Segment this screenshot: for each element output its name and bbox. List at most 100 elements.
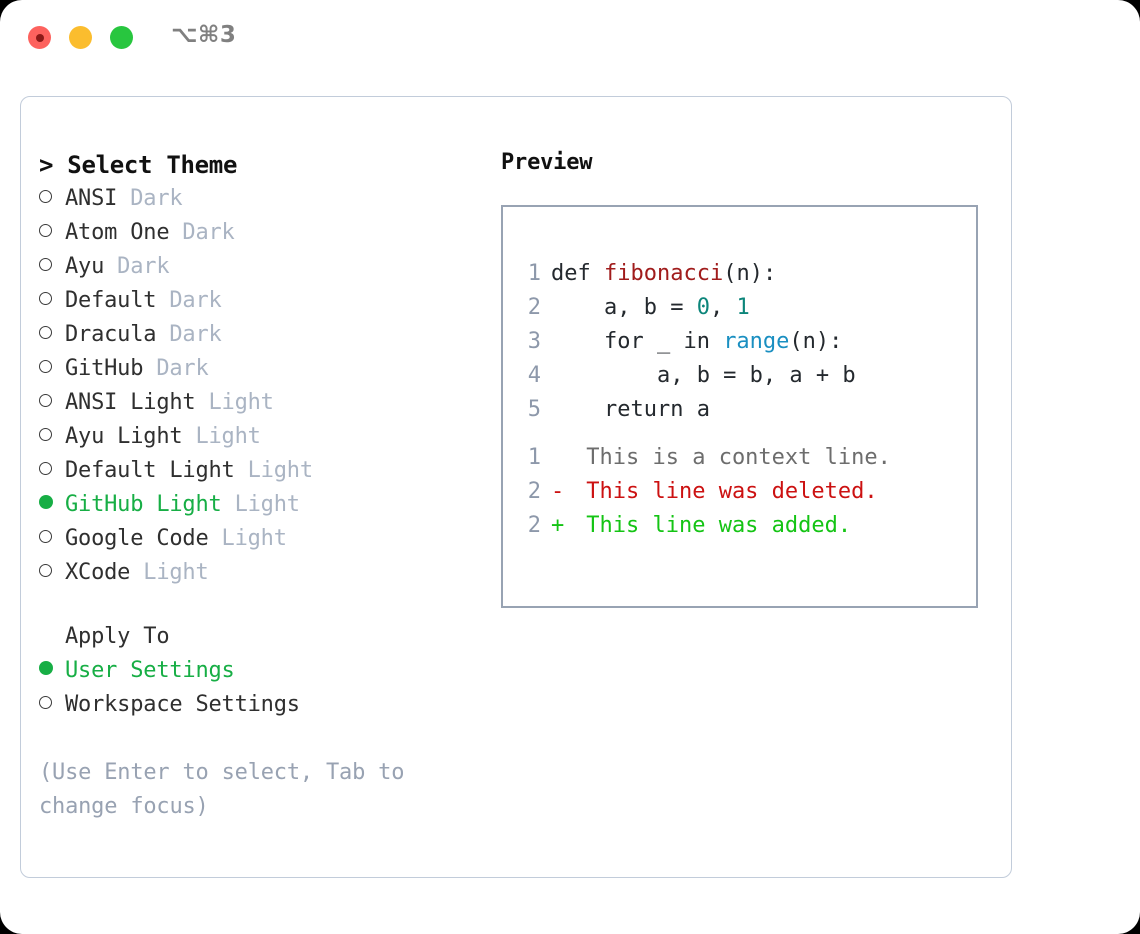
theme-option-kind-tag: Dark	[104, 254, 170, 279]
code-token-plain: (n):	[723, 261, 777, 286]
code-token-plain: for _ in	[551, 329, 724, 354]
zoom-button[interactable]	[110, 26, 133, 49]
code-line-number: 5	[527, 397, 541, 422]
theme-option-label: Default	[65, 288, 157, 313]
radio-selected-icon	[39, 654, 65, 688]
theme-option-kind-tag: Dark	[169, 220, 235, 245]
minimize-button[interactable]	[69, 26, 92, 49]
diff-text: This line was deleted.	[573, 479, 878, 504]
keyboard-hint-text: (Use Enter to select, Tab to change focu…	[39, 760, 405, 819]
radio-selected-icon	[39, 488, 65, 522]
theme-option-kind-tag: Light	[234, 458, 313, 483]
theme-option-label: ANSI	[65, 186, 118, 211]
theme-option-kind-tag: Light	[195, 390, 274, 415]
apply-to-option-label: Workspace Settings	[65, 692, 300, 717]
theme-option-kind-tag: Dark	[156, 322, 222, 347]
theme-option-github-light[interactable]: GitHub Light Light	[39, 488, 479, 522]
theme-option-kind-tag: Dark	[143, 356, 209, 381]
diff-sign: -	[551, 479, 565, 504]
code-token-num: 0	[696, 295, 710, 320]
theme-option-atom-one[interactable]: Atom One Dark	[39, 216, 479, 250]
theme-option-label: GitHub	[65, 356, 144, 381]
theme-option-default[interactable]: Default Dark	[39, 284, 479, 318]
theme-option-default-light[interactable]: Default Light Light	[39, 454, 479, 488]
code-token-plain: a, b =	[551, 295, 697, 320]
close-button[interactable]	[28, 26, 51, 49]
diff-line-number: 1	[527, 445, 541, 470]
radio-unselected-icon	[39, 386, 65, 420]
theme-option-kind-tag: Light	[221, 492, 300, 517]
radio-unselected-icon	[39, 454, 65, 488]
diff-line-number: 2	[527, 513, 541, 538]
radio-unselected-icon	[39, 556, 65, 590]
diff-text: This is a context line.	[573, 445, 891, 470]
theme-option-label: Dracula	[65, 322, 157, 347]
code-token-plain: return a	[551, 397, 710, 422]
diff-text: This line was added.	[573, 513, 852, 538]
diff-line-number: 2	[527, 479, 541, 504]
title-bar: ⌥⌘3	[0, 0, 1140, 78]
radio-unselected-icon	[39, 182, 65, 216]
diff-sample: 1 This is a context line.2- This line wa…	[519, 441, 891, 543]
theme-option-label: Default Light	[65, 458, 235, 483]
theme-option-kind-tag: Dark	[117, 186, 183, 211]
apply-to-option-workspace-settings[interactable]: Workspace Settings	[39, 688, 479, 722]
radio-unselected-icon	[39, 250, 65, 284]
theme-option-google-code[interactable]: Google Code Light	[39, 522, 479, 556]
theme-option-xcode[interactable]: XCode Light	[39, 556, 479, 590]
code-line: 5 return a	[519, 393, 856, 427]
theme-option-label: ANSI Light	[65, 390, 196, 415]
code-token-plain: ,	[709, 295, 737, 320]
radio-unselected-icon	[39, 318, 65, 352]
theme-option-kind-tag: Light	[130, 560, 209, 585]
theme-option-ansi-light[interactable]: ANSI Light Light	[39, 386, 479, 420]
radio-unselected-icon	[39, 216, 65, 250]
radio-unselected-icon	[39, 420, 65, 454]
theme-option-label: GitHub Light	[65, 492, 222, 517]
code-token-plain: a, b = b, a + b	[551, 363, 856, 388]
code-token-plain: (n):	[789, 329, 843, 354]
code-token-num: 1	[736, 295, 750, 320]
code-token-plain: def	[551, 261, 604, 286]
apply-to-heading: Apply To	[65, 624, 170, 649]
code-line-number: 1	[527, 261, 541, 286]
code-line: 4 a, b = b, a + b	[519, 359, 856, 393]
diff-line-add: 2 + This line was added.	[519, 509, 891, 543]
diff-line-ctx: 1 This is a context line.	[519, 441, 891, 475]
code-token-kw: range	[723, 329, 790, 354]
theme-option-ayu[interactable]: Ayu Dark	[39, 250, 479, 284]
diff-sign: +	[551, 513, 565, 538]
apply-to-option-user-settings[interactable]: User Settings	[39, 654, 479, 688]
code-line: 3 for _ in range(n):	[519, 325, 856, 359]
window-controls	[28, 26, 133, 49]
code-line: 2 a, b = 0, 1	[519, 291, 856, 325]
code-token-func: fibonacci	[603, 261, 724, 286]
theme-option-label: XCode	[65, 560, 131, 585]
code-line: 1 def fibonacci(n):	[519, 257, 856, 291]
apply-to-option-label: User Settings	[65, 658, 235, 683]
theme-option-label: Ayu	[65, 254, 105, 279]
select-theme-heading: > Select Theme	[39, 151, 238, 179]
radio-unselected-icon	[39, 688, 65, 722]
code-line-number: 2	[527, 295, 541, 320]
diff-sign	[551, 441, 573, 475]
code-line-number: 4	[527, 363, 541, 388]
theme-option-ayu-light[interactable]: Ayu Light Light	[39, 420, 479, 454]
theme-option-ansi[interactable]: ANSI Dark	[39, 182, 479, 216]
theme-option-github[interactable]: GitHub Dark	[39, 352, 479, 386]
preview-heading: Preview	[501, 150, 593, 175]
theme-option-kind-tag: Dark	[156, 288, 222, 313]
diff-line-del: 2- This line was deleted.	[519, 475, 891, 509]
theme-option-dracula[interactable]: Dracula Dark	[39, 318, 479, 352]
theme-option-kind-tag: Light	[208, 526, 287, 551]
theme-option-label: Atom One	[65, 220, 170, 245]
radio-unselected-icon	[39, 284, 65, 318]
